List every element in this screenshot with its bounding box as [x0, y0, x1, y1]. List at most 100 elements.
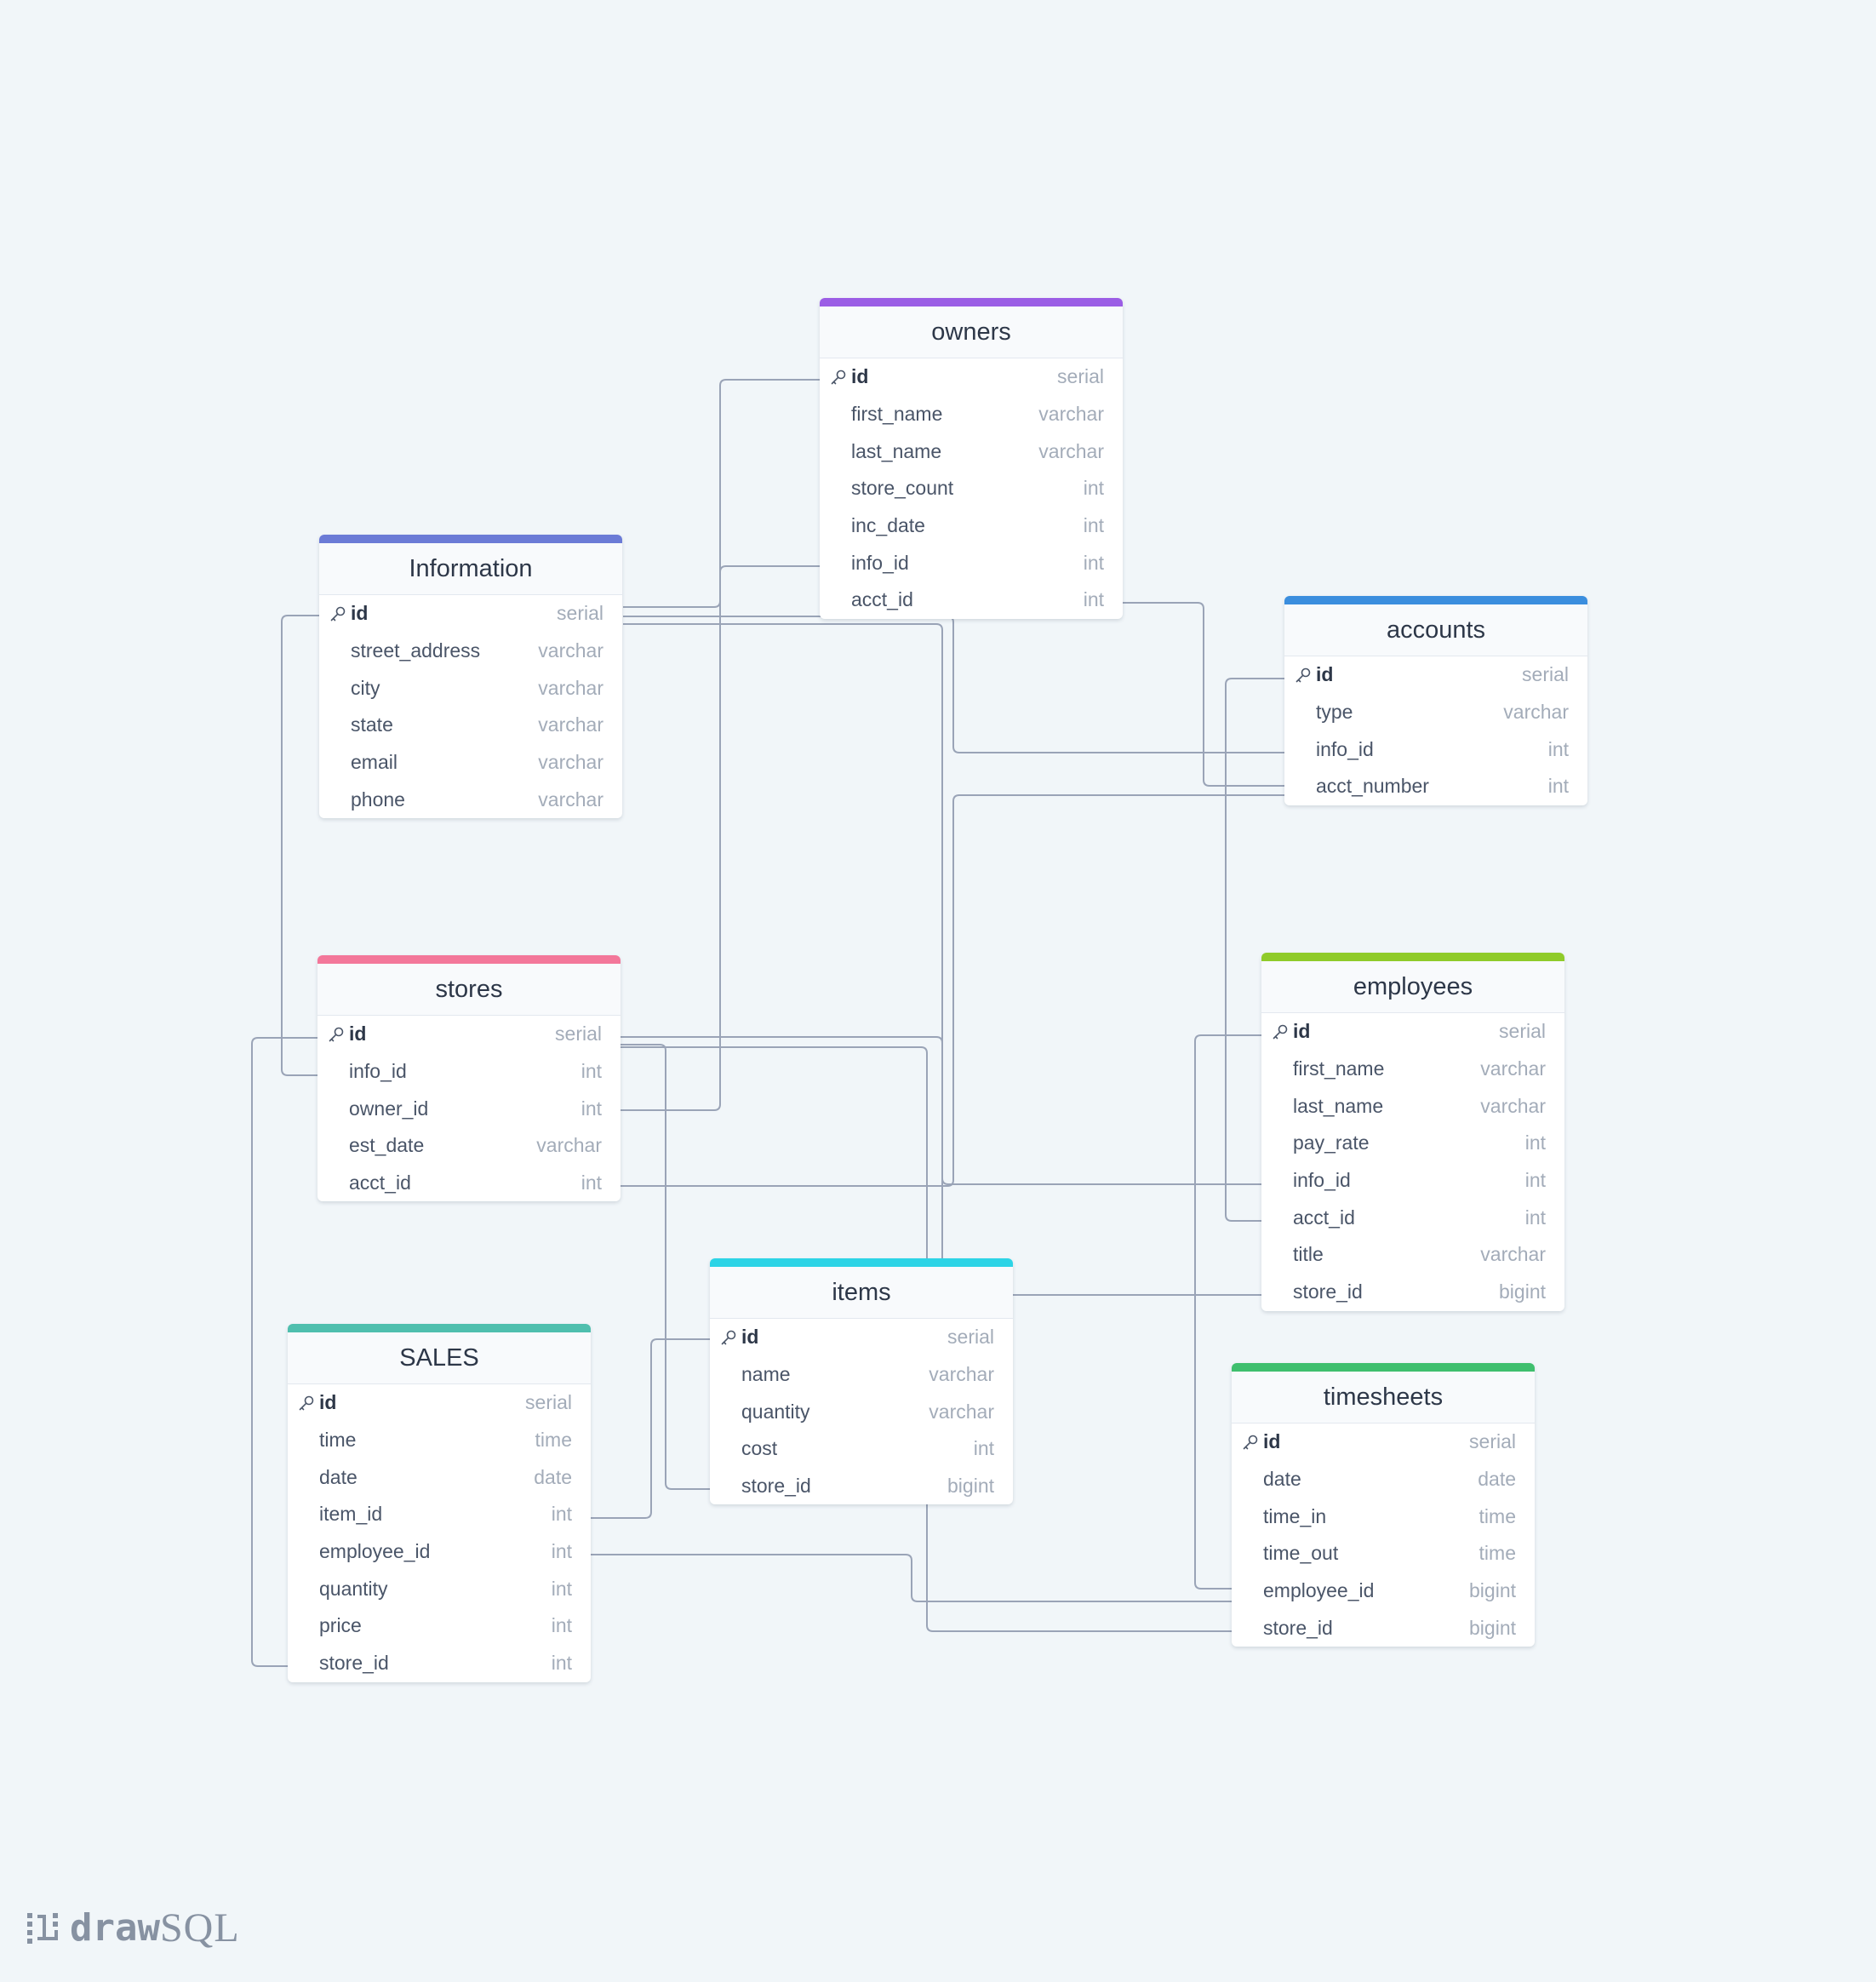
relationship-line[interactable]: [621, 794, 1284, 1187]
column-name: cost: [741, 1437, 778, 1460]
relationship-line[interactable]: [251, 1037, 317, 1667]
drawsql-logo[interactable]: draw SQL: [26, 1904, 240, 1951]
table-title[interactable]: Information: [319, 543, 622, 595]
table-title[interactable]: items: [710, 1267, 1013, 1319]
column-row-cost[interactable]: cost int: [710, 1430, 1013, 1468]
column-name: store_id: [1293, 1280, 1363, 1303]
relationship-line[interactable]: [623, 623, 1261, 1185]
relationship-line[interactable]: [281, 615, 319, 1076]
relationship-line[interactable]: [621, 1036, 943, 1258]
relationship-line[interactable]: [621, 379, 820, 1111]
table-title[interactable]: timesheets: [1232, 1372, 1535, 1423]
column-name: id: [351, 602, 369, 625]
column-row-quantity[interactable]: quantity int: [288, 1570, 591, 1607]
relationship-line[interactable]: [621, 1044, 710, 1490]
table-title[interactable]: stores: [317, 964, 621, 1016]
column-type: varchar: [1480, 1057, 1546, 1080]
table-title[interactable]: employees: [1261, 961, 1564, 1013]
relationship-line[interactable]: [623, 565, 820, 608]
relationship-line[interactable]: [623, 616, 1284, 753]
relationship-line[interactable]: [591, 1338, 710, 1519]
column-type: int: [551, 1577, 572, 1600]
table-accent-bar: [820, 298, 1123, 306]
table-title[interactable]: owners: [820, 306, 1123, 358]
column-name: first_name: [1293, 1057, 1385, 1080]
table-title[interactable]: SALES: [288, 1332, 591, 1384]
relationship-line[interactable]: [1194, 1034, 1261, 1590]
column-type: serial: [1469, 1430, 1516, 1453]
column-type: varchar: [538, 751, 603, 774]
column-type: int: [973, 1437, 994, 1460]
primary-key-icon: [1243, 1435, 1258, 1450]
column-name: id: [851, 365, 869, 388]
column-row-first-name[interactable]: first_name varchar: [1261, 1051, 1564, 1088]
table-title[interactable]: accounts: [1284, 604, 1587, 656]
column-type: varchar: [1503, 701, 1569, 724]
column-type: varchar: [1038, 403, 1104, 426]
column-type: int: [551, 1614, 572, 1637]
relationship-line[interactable]: [591, 1554, 1232, 1602]
relationship-line[interactable]: [1225, 678, 1284, 1222]
relationship-line[interactable]: [1123, 602, 1284, 787]
column-type: int: [1524, 1131, 1546, 1154]
primary-key-icon: [831, 369, 846, 385]
column-name: store_id: [319, 1652, 389, 1675]
column-name: quantity: [319, 1577, 388, 1600]
